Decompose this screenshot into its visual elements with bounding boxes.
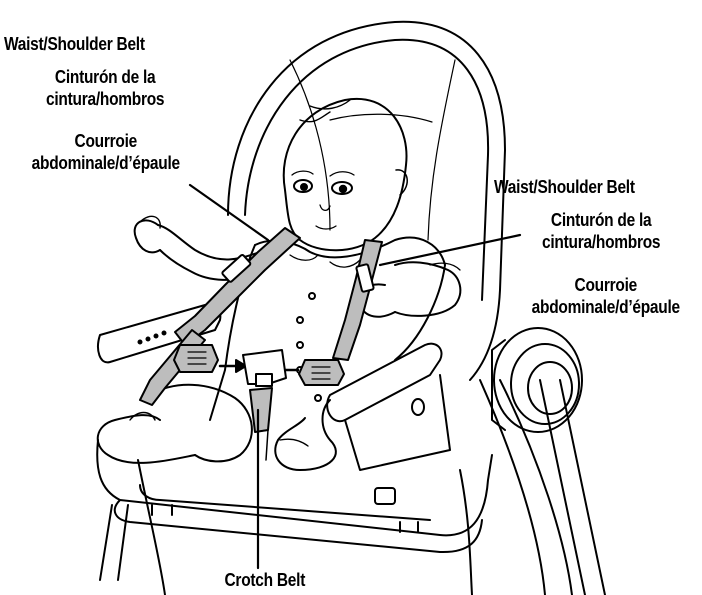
right-belt-label-es-line2: cintura/hombros [510, 231, 692, 253]
right-belt-label-fr-line1: Courroie [506, 274, 702, 296]
left-belt-label-es: Cinturón de la cintura/hombros [14, 66, 196, 110]
right-belt-label-es: Cinturón de la cintura/hombros [510, 209, 692, 253]
crotch-belt-label: Crotch Belt [196, 569, 334, 591]
right-belt-label-en: Waist/Shoulder Belt [494, 176, 700, 198]
right-belt-label-fr-line2: abdominale/d’épaule [506, 296, 702, 318]
right-belt-label-es-line1: Cinturón de la [510, 209, 692, 231]
left-belt-label-es-line1: Cinturón de la [14, 66, 196, 88]
left-belt-label-es-line2: cintura/hombros [14, 88, 196, 110]
recline-hub [492, 328, 582, 432]
chair-frame-legs [100, 380, 605, 595]
left-belt-label-fr-line1: Courroie [6, 130, 206, 152]
left-belt-label-en: Waist/Shoulder Belt [4, 33, 186, 55]
right-armrest [327, 344, 450, 470]
leader-lines [190, 185, 520, 568]
left-belt-label-fr: Courroie abdominale/d’épaule [6, 130, 206, 174]
left-belt-label-fr-line2: abdominale/d’épaule [6, 152, 206, 174]
baby-head [284, 99, 408, 250]
chair-seat-back [228, 22, 505, 380]
right-belt-label-fr: Courroie abdominale/d’épaule [506, 274, 702, 318]
seat-base [97, 440, 492, 552]
